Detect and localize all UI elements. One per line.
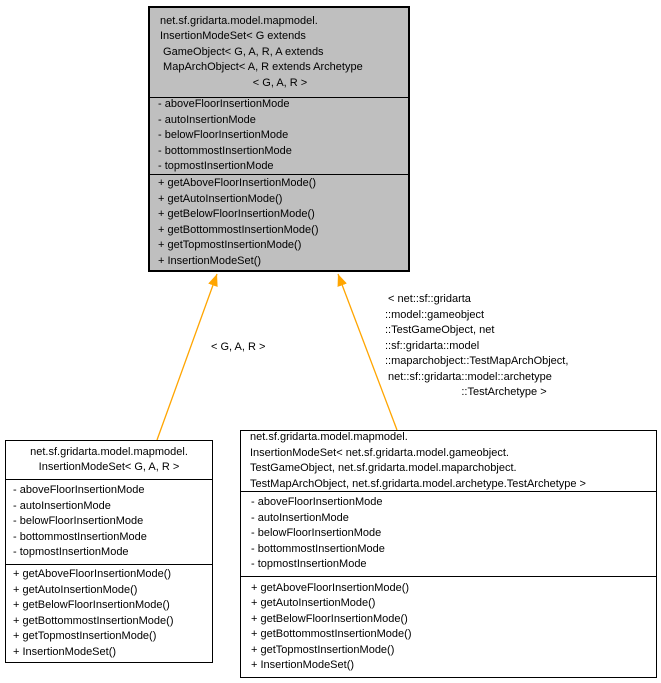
- class-title-line: InsertionModeSet< G extends: [160, 30, 306, 43]
- method-item: + getBelowFloorInsertionMode(): [158, 208, 315, 220]
- method-item: + getAutoInsertionMode(): [251, 597, 376, 609]
- field-item: - bottommostInsertionMode: [13, 530, 147, 543]
- field-item: - autoInsertionMode: [251, 511, 349, 524]
- method-item: + getTopmostInsertionMode(): [13, 630, 157, 642]
- class-title-line: TestGameObject, net.sf.gridarta.model.ma…: [250, 462, 517, 474]
- class-title-line: InsertionModeSet< net.sf.gridarta.model.…: [250, 446, 509, 459]
- method-item: + InsertionModeSet(): [251, 659, 355, 671]
- field-item: - topmostInsertionMode: [13, 546, 129, 559]
- class-fields: - aboveFloorInsertionMode - autoInsertio…: [241, 491, 656, 576]
- edge-label-line: < G, A, R >: [211, 341, 266, 353]
- class-title-line: InsertionModeSet< G, A, R >: [38, 461, 180, 473]
- edge-label-template-args-right: < net::sf::gridarta ::model::gameobject …: [385, 292, 623, 401]
- method-item: + getAutoInsertionMode(): [13, 583, 138, 596]
- method-item: + getBottommostInsertionMode(): [158, 223, 319, 236]
- field-item: - belowFloorInsertionMode: [251, 527, 382, 540]
- class-title-line: MapArchObject< A, R extends Archetype: [160, 61, 363, 74]
- method-item: + getBelowFloorInsertionMode(): [13, 599, 170, 611]
- class-methods: + getAboveFloorInsertionMode() + getAuto…: [150, 174, 408, 270]
- field-item: - bottommostInsertionMode: [158, 144, 292, 157]
- method-item: + getAboveFloorInsertionMode(): [13, 568, 172, 580]
- edge-label-line: ::model::gameobject: [385, 308, 485, 321]
- class-title: net.sf.gridarta.model.mapmodel. Insertio…: [241, 431, 656, 491]
- class-fields: - aboveFloorInsertionMode - autoInsertio…: [6, 479, 212, 564]
- field-item: - aboveFloorInsertionMode: [158, 98, 290, 111]
- class-node-generic-subclass[interactable]: net.sf.gridarta.model.mapmodel. Insertio…: [5, 440, 213, 663]
- edge-label-line: ::TestArchetype >: [461, 386, 547, 398]
- class-title-line: net.sf.gridarta.model.mapmodel.: [250, 431, 408, 443]
- class-methods: + getAboveFloorInsertionMode() + getAuto…: [6, 564, 212, 662]
- edge-label-template-args-left: < G, A, R >: [211, 340, 265, 356]
- method-item: + getTopmostInsertionMode(): [251, 643, 395, 656]
- field-item: - autoInsertionMode: [13, 499, 111, 512]
- field-item: - aboveFloorInsertionMode: [251, 496, 383, 509]
- class-title-line: GameObject< G, A, R, A extends: [160, 45, 324, 58]
- class-fields: - aboveFloorInsertionMode - autoInsertio…: [150, 97, 408, 174]
- method-item: + getAboveFloorInsertionMode(): [158, 177, 317, 189]
- field-item: - belowFloorInsertionMode: [13, 515, 144, 528]
- method-item: + getBelowFloorInsertionMode(): [251, 612, 408, 625]
- field-item: - topmostInsertionMode: [251, 558, 367, 571]
- class-node-test-instantiation[interactable]: net.sf.gridarta.model.mapmodel. Insertio…: [240, 430, 657, 678]
- edge-label-line: ::sf::gridarta::model: [385, 339, 480, 352]
- method-item: + getBottommostInsertionMode(): [251, 628, 412, 640]
- class-title-line: < G, A, R >: [252, 76, 308, 89]
- field-item: - topmostInsertionMode: [158, 160, 274, 173]
- method-item: + getAboveFloorInsertionMode(): [251, 581, 410, 594]
- generalization-arrow-left: [156, 273, 218, 441]
- field-item: - bottommostInsertionMode: [251, 542, 385, 555]
- edge-label-line: < net::sf::gridarta: [385, 293, 471, 305]
- class-node-base-insertionmodeset[interactable]: net.sf.gridarta.model.mapmodel. Insertio…: [148, 6, 410, 272]
- field-item: - aboveFloorInsertionMode: [13, 484, 145, 497]
- method-item: + getAutoInsertionMode(): [158, 192, 283, 205]
- method-item: + getTopmostInsertionMode(): [158, 239, 302, 251]
- edge-label-line: net::sf::gridarta::model::archetype: [385, 370, 552, 383]
- field-item: - autoInsertionMode: [158, 113, 256, 126]
- class-title-line: net.sf.gridarta.model.mapmodel.: [160, 14, 318, 27]
- edge-label-line: ::TestGameObject, net: [385, 324, 495, 336]
- method-item: + InsertionModeSet(): [13, 645, 117, 658]
- method-item: + getBottommostInsertionMode(): [13, 614, 174, 627]
- class-title-line: TestMapArchObject, net.sf.gridarta.model…: [250, 477, 586, 490]
- field-item: - belowFloorInsertionMode: [158, 129, 289, 142]
- class-title-line: net.sf.gridarta.model.mapmodel.: [30, 445, 188, 458]
- class-methods: + getAboveFloorInsertionMode() + getAuto…: [241, 576, 656, 677]
- class-title: net.sf.gridarta.model.mapmodel. Insertio…: [150, 8, 408, 97]
- method-item: + InsertionModeSet(): [158, 254, 262, 267]
- class-title: net.sf.gridarta.model.mapmodel. Insertio…: [6, 441, 212, 479]
- edge-label-line: ::maparchobject::TestMapArchObject,: [385, 355, 569, 367]
